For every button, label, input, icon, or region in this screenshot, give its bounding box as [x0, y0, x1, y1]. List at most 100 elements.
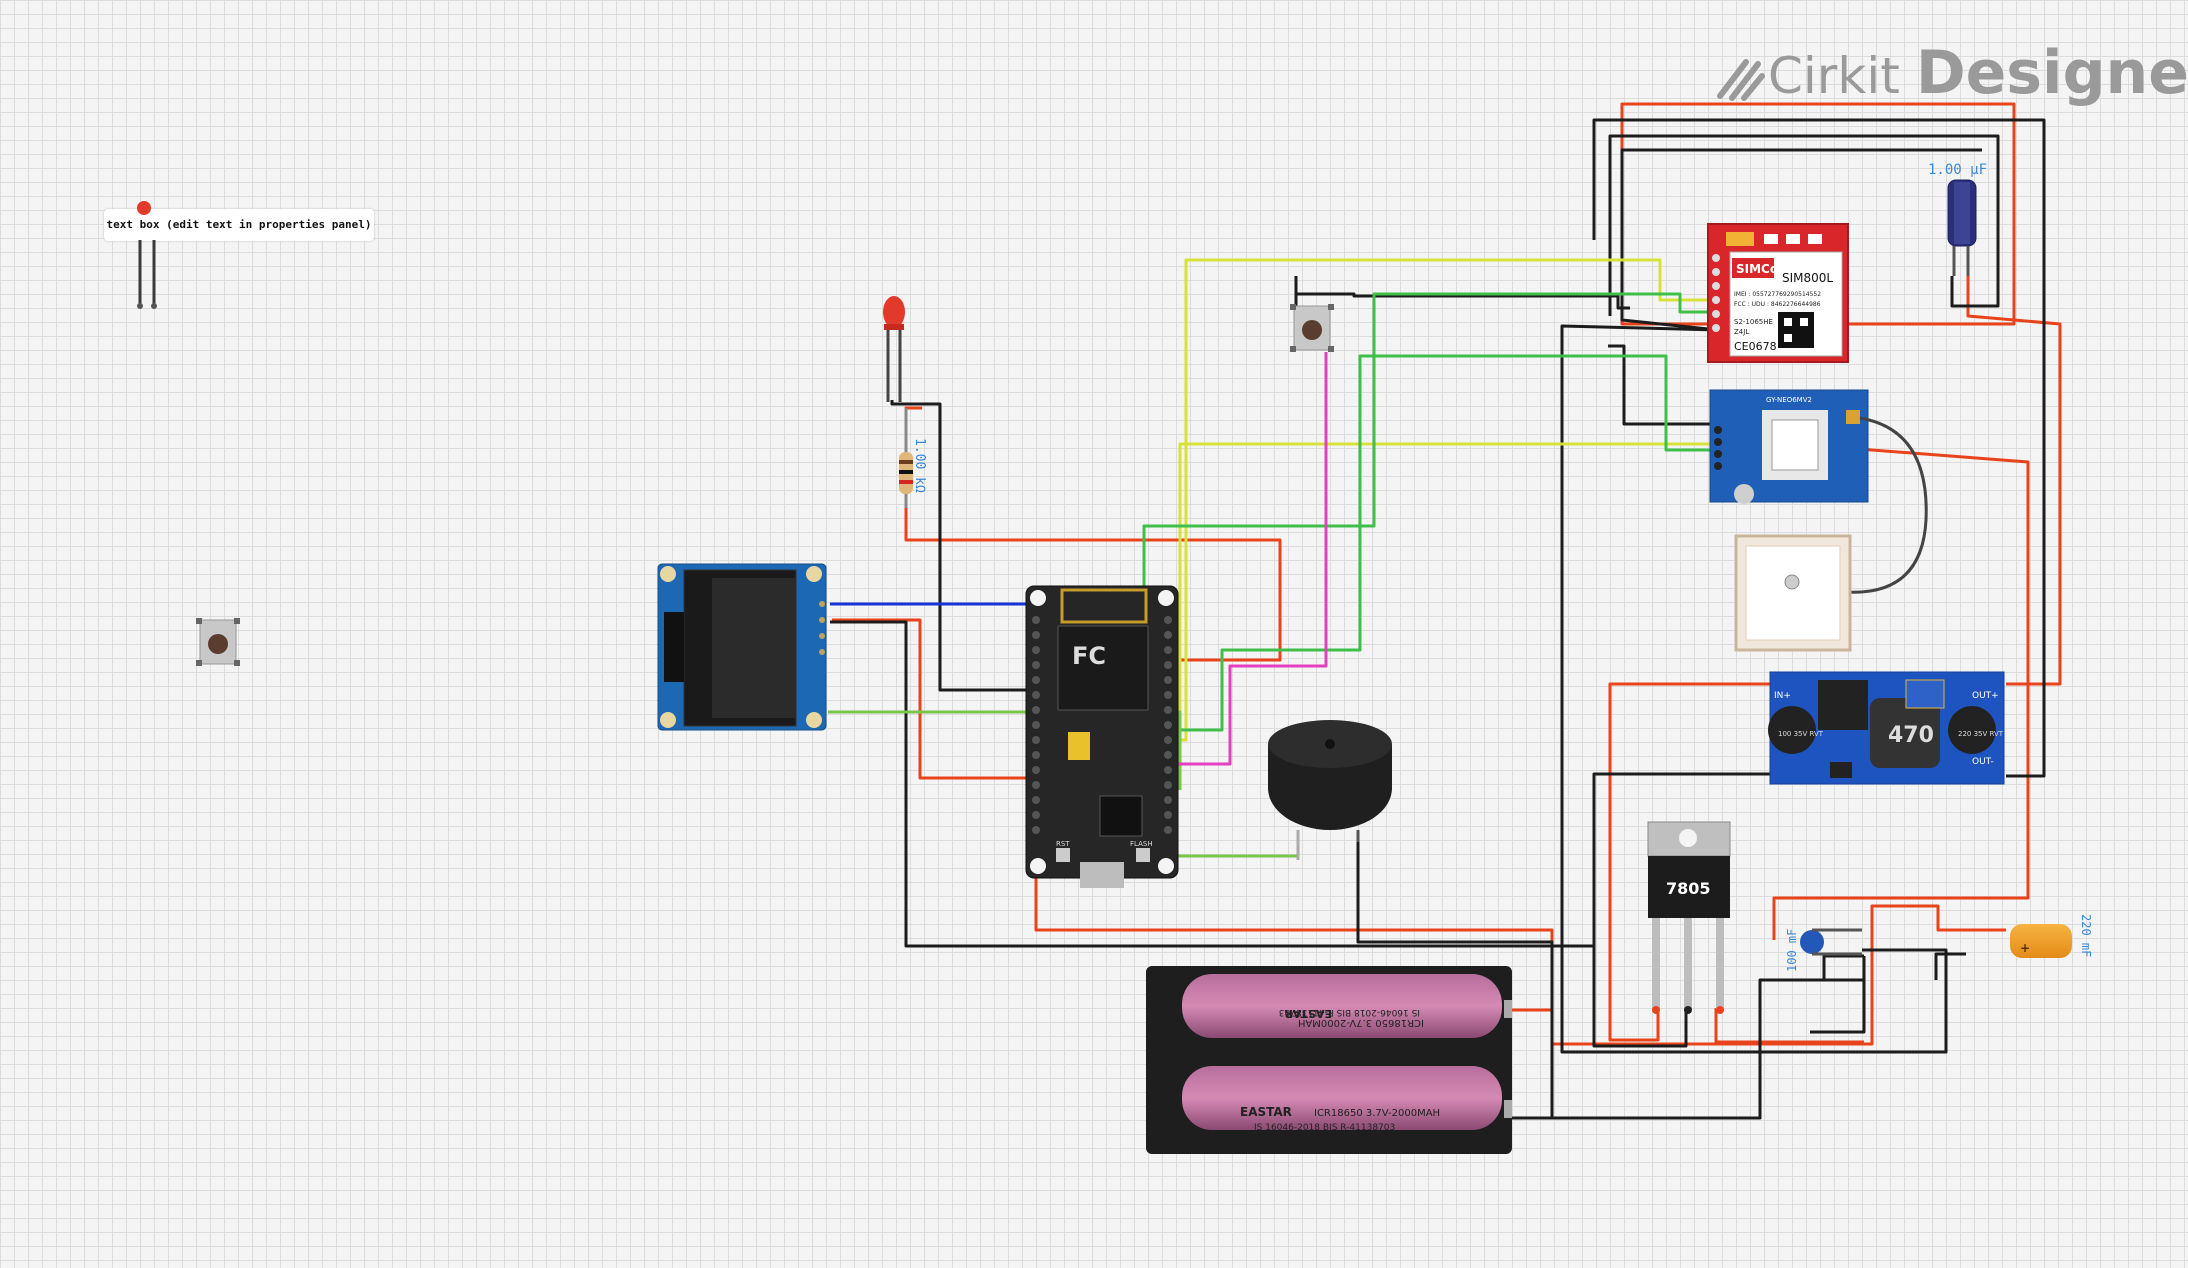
text-box[interactable]: text box (edit text in properties panel) — [104, 209, 374, 241]
wire-red — [1715, 436, 2030, 940]
esp-rst-label: RST — [1056, 840, 1070, 848]
wire-red — [904, 508, 1282, 662]
wire-yellow — [1168, 442, 1716, 762]
wire-red — [832, 618, 1036, 780]
esp-header-pin[interactable] — [1032, 706, 1040, 714]
esp-header-pin[interactable] — [1032, 691, 1040, 699]
capacitor-small-label: 100 mF — [1785, 929, 1799, 972]
wires — [137, 102, 2062, 1120]
wire-red — [1714, 1008, 1864, 1044]
gps-antenna[interactable] — [1734, 534, 1852, 652]
brand-title: CirkitDesigner — [1768, 38, 2188, 108]
esp-flash-label: FLASH — [1130, 840, 1153, 848]
esp-header-pin[interactable] — [1032, 766, 1040, 774]
buck-inductor: 470 — [1888, 723, 1934, 748]
esp-header-pin[interactable] — [1164, 826, 1172, 834]
wire-yellow — [1168, 258, 1716, 742]
resistor[interactable] — [899, 408, 913, 508]
wire-black — [1592, 118, 2046, 778]
esp-header-pin[interactable] — [1032, 826, 1040, 834]
gps-module[interactable]: GY-NEO6MV2 — [1709, 389, 1869, 504]
esp-header-pin[interactable] — [1164, 796, 1172, 804]
esp-header-pin[interactable] — [1032, 781, 1040, 789]
wire-red — [1034, 842, 2006, 1046]
cirkit-logo-icon — [1717, 59, 1765, 101]
buck-cap-right: 220 35V RVT — [1958, 730, 2004, 738]
battery-bottom-std: IS 16046-2018 BIS R-41138703 — [1254, 1123, 1395, 1133]
buck-label-out: OUT+ — [1972, 691, 1999, 701]
push-button-floating[interactable] — [196, 618, 240, 666]
buzzer[interactable] — [1268, 720, 1392, 860]
wire-black — [1620, 148, 1982, 332]
wire-black — [1822, 954, 1864, 980]
esp-header-pin[interactable] — [1032, 661, 1040, 669]
esp-header-pin[interactable] — [1164, 721, 1172, 729]
wire-lightgreen — [1164, 810, 1300, 858]
esp-header-pin[interactable] — [1032, 646, 1040, 654]
esp8266-nodemcu[interactable]: FC RST FLASH — [1025, 585, 1179, 888]
esp-header-pin[interactable] — [1164, 751, 1172, 759]
esp-header-pin[interactable] — [1164, 706, 1172, 714]
esp-logo: FC — [1072, 642, 1106, 670]
wire-black — [1934, 952, 1966, 980]
sim800l-code2: Z4JL — [1734, 328, 1749, 336]
buck-label-in: IN+ — [1774, 691, 1791, 701]
led-red[interactable] — [883, 296, 905, 402]
esp-header-pin[interactable] — [1032, 631, 1040, 639]
buck-converter[interactable]: IN+ OUT+ OUT- 100 35V RVT 470 220 35V RV… — [1768, 671, 2005, 785]
wire-black — [1510, 978, 1864, 1120]
esp-header-pin[interactable] — [1032, 721, 1040, 729]
esp-header-pin[interactable] — [1164, 631, 1172, 639]
push-button-top[interactable] — [1290, 304, 1334, 352]
wire-red — [1608, 682, 1774, 1042]
svg-text:+: + — [2020, 941, 2030, 955]
wire-red — [1966, 276, 2062, 686]
wire-black — [830, 620, 1594, 948]
gps-model: GY-NEO6MV2 — [1766, 396, 1812, 404]
wire-magenta — [1168, 352, 1328, 766]
battery-bottom-spec: ICR18650 3.7V-2000MAH — [1314, 1108, 1440, 1119]
wire-black — [1294, 276, 1630, 310]
esp-header-pin[interactable] — [1164, 766, 1172, 774]
sim800l-ce: CE0678 — [1734, 340, 1777, 353]
esp-header-pin[interactable] — [1032, 751, 1040, 759]
sim800l-code: S2-1065HE — [1734, 318, 1773, 326]
wire-black — [890, 400, 1036, 692]
esp-header-pin[interactable] — [1164, 736, 1172, 744]
esp-header-pin[interactable] — [1164, 691, 1172, 699]
capacitor-electrolytic-top[interactable] — [1947, 179, 1977, 276]
esp-header-pin[interactable] — [1032, 811, 1040, 819]
oled-display[interactable] — [657, 563, 827, 731]
wire-black — [1592, 772, 1772, 1048]
esp-header-pin[interactable] — [1032, 616, 1040, 624]
esp-header-pin[interactable] — [1032, 736, 1040, 744]
esp-header-pin[interactable] — [1164, 616, 1172, 624]
voltage-regulator-7805[interactable]: 7805 — [1647, 821, 1731, 1014]
esp-header-pin[interactable] — [1164, 646, 1172, 654]
gps-antenna-cable — [1845, 416, 1928, 594]
battery-top-std: IS 16046-2018 BIS R-41138703 — [1279, 1007, 1420, 1017]
esp-header-pin[interactable] — [1164, 781, 1172, 789]
brand-name-part2: Designer — [1915, 38, 2188, 108]
battery-holder[interactable]: EASTAR ICR18650 3.7V-2000MAH IS 16046-20… — [1146, 966, 1512, 1154]
capacitor-top-label: 1.00 µF — [1928, 162, 1987, 178]
esp-header-pin[interactable] — [1164, 811, 1172, 819]
buck-cap-left: 100 35V RVT — [1778, 730, 1824, 738]
sim800l-model: SIM800L — [1782, 271, 1833, 285]
esp-header-pin[interactable] — [1032, 676, 1040, 684]
battery-top-spec: ICR18650 3.7V-2000MAH — [1298, 1017, 1424, 1028]
esp-header-pin[interactable] — [1164, 661, 1172, 669]
regulator-label: 7805 — [1666, 879, 1711, 898]
resistor-label: 1.00 kΩ — [912, 438, 927, 493]
esp-header-pin[interactable] — [1164, 676, 1172, 684]
wire-black — [1810, 956, 1866, 1034]
sim800l-brand: SIMCom — [1736, 262, 1791, 276]
capacitor-tantalum[interactable]: + — [2010, 924, 2072, 958]
esp-header-pin[interactable] — [1032, 796, 1040, 804]
sim800l-module[interactable]: SIMCom SIM800L IMEI : 055727769290514552… — [1707, 223, 1849, 363]
capacitor-ceramic[interactable] — [1800, 928, 1862, 956]
buck-label-out2: OUT- — [1972, 757, 1994, 767]
led-floating[interactable] — [137, 201, 157, 309]
wire-green — [1164, 354, 1716, 790]
